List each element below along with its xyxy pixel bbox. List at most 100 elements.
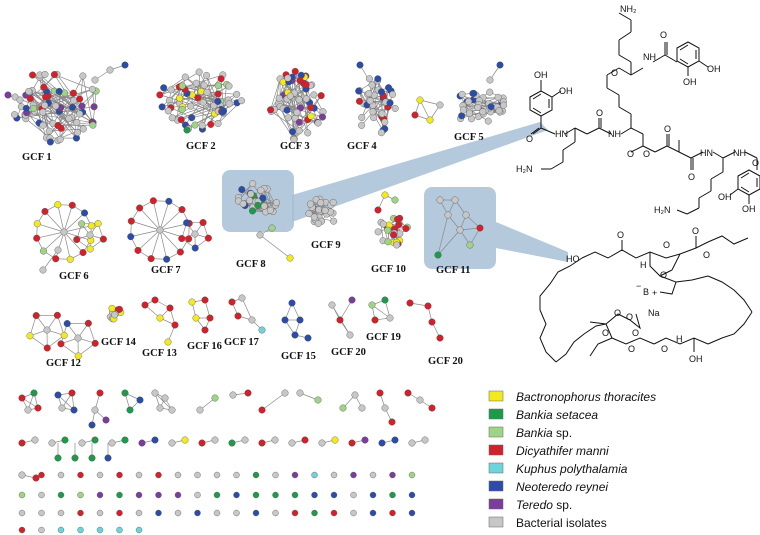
legend-swatch-bactronophorus [488, 390, 504, 402]
svg-text:O: O [664, 124, 671, 134]
network-node [192, 314, 200, 322]
network-node [258, 406, 266, 414]
network-node [147, 255, 155, 263]
network-node [408, 439, 416, 447]
network-node [108, 439, 116, 447]
network-node [176, 248, 184, 256]
network-node [459, 106, 467, 114]
network-node [187, 102, 195, 110]
network-edge [63, 212, 85, 233]
network-node [88, 454, 96, 462]
network-node [330, 509, 338, 517]
network-node [296, 389, 304, 397]
network-edge [223, 84, 227, 111]
network-node [48, 439, 56, 447]
network-node [188, 298, 196, 306]
network-node [91, 406, 99, 414]
svg-text:O: O [660, 30, 667, 40]
network-node [54, 122, 62, 130]
network-node [79, 72, 87, 80]
network-node [476, 224, 484, 232]
network-node [329, 198, 337, 206]
network-node [228, 439, 236, 447]
network-edge [196, 74, 223, 84]
svg-text:H₂N: H₂N [516, 164, 533, 174]
svg-text:O: O [692, 226, 699, 236]
network-node [484, 117, 492, 125]
network-node [135, 509, 143, 517]
network-node [246, 196, 254, 204]
network-node [378, 439, 386, 447]
network-node [213, 491, 221, 499]
legend-label-teredo: Teredo sp. [516, 498, 572, 512]
network-edge [159, 201, 170, 231]
network-node [96, 491, 104, 499]
svg-text:O: O [660, 270, 667, 280]
network-edge [159, 229, 167, 260]
network-node [39, 247, 47, 255]
gcf-label-16: GCF 16 [187, 341, 222, 352]
network-node [171, 321, 179, 329]
network-node [225, 100, 233, 108]
network-node [55, 87, 63, 95]
network-node [494, 93, 502, 101]
network-node [70, 406, 78, 414]
network-node [487, 103, 495, 111]
network-node [225, 82, 233, 90]
network-node [43, 344, 51, 352]
network-node [369, 509, 377, 517]
svg-text:HN: HN [555, 129, 568, 139]
gcf-label-14: GCF 14 [101, 337, 137, 348]
network-node [291, 331, 299, 339]
network-node [194, 491, 201, 499]
network-edge [37, 223, 65, 233]
network-edge [261, 392, 286, 411]
network-node [252, 471, 260, 479]
gcf-label-15: GCF 15 [281, 351, 316, 362]
network-node [66, 255, 74, 263]
network-node [267, 106, 275, 114]
network-node [54, 454, 62, 462]
network-node [50, 71, 58, 79]
network-edge [31, 90, 77, 139]
network-node [306, 200, 314, 208]
svg-text:HO: HO [566, 254, 580, 264]
gcf-label-9: GCF 9 [311, 240, 341, 251]
network-node [192, 79, 200, 87]
network-edge [43, 86, 83, 113]
network-node [78, 102, 86, 110]
network-edge [43, 231, 65, 252]
network-node [4, 91, 12, 99]
network-node [77, 491, 84, 499]
network-node [199, 219, 207, 227]
network-node [52, 102, 60, 110]
network-node [183, 219, 191, 227]
network-node [213, 471, 221, 479]
svg-text:O: O [627, 149, 634, 159]
network-node [38, 471, 45, 479]
network-node [296, 316, 304, 324]
network-node [69, 89, 77, 97]
network-edge [44, 211, 65, 233]
network-node [31, 436, 39, 444]
network-node [106, 66, 114, 74]
network-nodes [4, 61, 508, 534]
network-node [328, 301, 336, 309]
svg-text:−: − [636, 281, 641, 291]
network-node [356, 61, 364, 69]
network-node [339, 404, 347, 412]
network-node [160, 84, 168, 92]
network-node [244, 389, 252, 397]
network-edge [55, 231, 65, 259]
legend-swatch-kuphus [488, 462, 504, 474]
network-edge [29, 335, 48, 349]
svg-text:O: O [688, 172, 695, 182]
network-node [368, 301, 376, 309]
network-edge [57, 315, 65, 336]
network-node [214, 97, 222, 105]
network-edge [274, 78, 281, 110]
network-node [158, 103, 166, 111]
network-node [348, 439, 356, 447]
network-node [238, 97, 246, 105]
